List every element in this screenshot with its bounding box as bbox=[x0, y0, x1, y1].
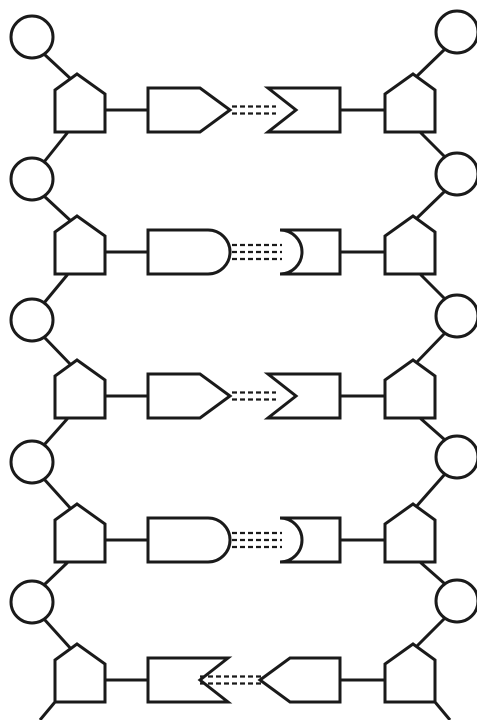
phosphate-circle bbox=[11, 299, 53, 341]
right-nucleobase bbox=[260, 658, 340, 702]
sugar-pentagon bbox=[55, 504, 105, 562]
sugar-pentagon bbox=[385, 360, 435, 418]
left-nucleobase bbox=[148, 230, 230, 274]
sugar-pentagon bbox=[385, 504, 435, 562]
backbone-link bbox=[435, 702, 450, 720]
sugar-pentagon bbox=[385, 216, 435, 274]
backbone-link bbox=[415, 191, 445, 220]
sugar-pentagon bbox=[55, 216, 105, 274]
phosphate-circle bbox=[436, 295, 477, 337]
sugar-pentagon bbox=[55, 360, 105, 418]
right-nucleobase bbox=[280, 518, 340, 562]
backbone-link bbox=[420, 418, 445, 440]
base-pair-row bbox=[105, 518, 385, 562]
backbone-link bbox=[44, 54, 72, 80]
left-nucleobase bbox=[148, 374, 230, 418]
backbone-link bbox=[420, 562, 445, 584]
backbone-link bbox=[415, 618, 445, 648]
phosphate-circle bbox=[436, 11, 477, 53]
backbone-link bbox=[415, 474, 445, 508]
backbone-link bbox=[415, 49, 445, 78]
backbone-link bbox=[44, 619, 72, 650]
base-pair-row bbox=[105, 658, 385, 702]
backbone-link bbox=[44, 562, 68, 585]
base-pair-rungs bbox=[105, 88, 385, 702]
phosphate-circle bbox=[11, 581, 53, 623]
left-nucleobase bbox=[148, 88, 230, 132]
right-nucleobase bbox=[280, 230, 340, 274]
backbone-link bbox=[44, 274, 68, 303]
backbone-link bbox=[420, 132, 445, 157]
base-pair-row bbox=[105, 230, 385, 274]
backbone-link bbox=[415, 333, 445, 364]
base-pair-row bbox=[105, 374, 385, 418]
left-backbone-strand bbox=[11, 16, 105, 720]
sugar-pentagon bbox=[55, 74, 105, 132]
phosphate-circle bbox=[436, 580, 477, 622]
base-pair-row bbox=[105, 88, 385, 132]
sugar-pentagon bbox=[385, 644, 435, 702]
backbone-link bbox=[420, 274, 445, 299]
backbone-link bbox=[44, 337, 72, 366]
left-nucleobase bbox=[148, 658, 228, 702]
backbone-link bbox=[44, 196, 72, 222]
phosphate-circle bbox=[436, 153, 477, 195]
phosphate-circle bbox=[11, 441, 53, 483]
backbone-link bbox=[44, 479, 72, 510]
left-nucleobase bbox=[148, 518, 230, 562]
backbone-link bbox=[40, 702, 55, 720]
phosphate-circle bbox=[11, 16, 53, 58]
backbone-link bbox=[44, 418, 68, 445]
right-backbone-strand bbox=[385, 11, 477, 720]
sugar-pentagon bbox=[385, 74, 435, 132]
right-nucleobase bbox=[268, 88, 340, 132]
backbone-link bbox=[44, 132, 68, 162]
right-nucleobase bbox=[268, 374, 340, 418]
sugar-pentagon bbox=[55, 644, 105, 702]
phosphate-circle bbox=[11, 158, 53, 200]
phosphate-circle bbox=[436, 436, 477, 478]
